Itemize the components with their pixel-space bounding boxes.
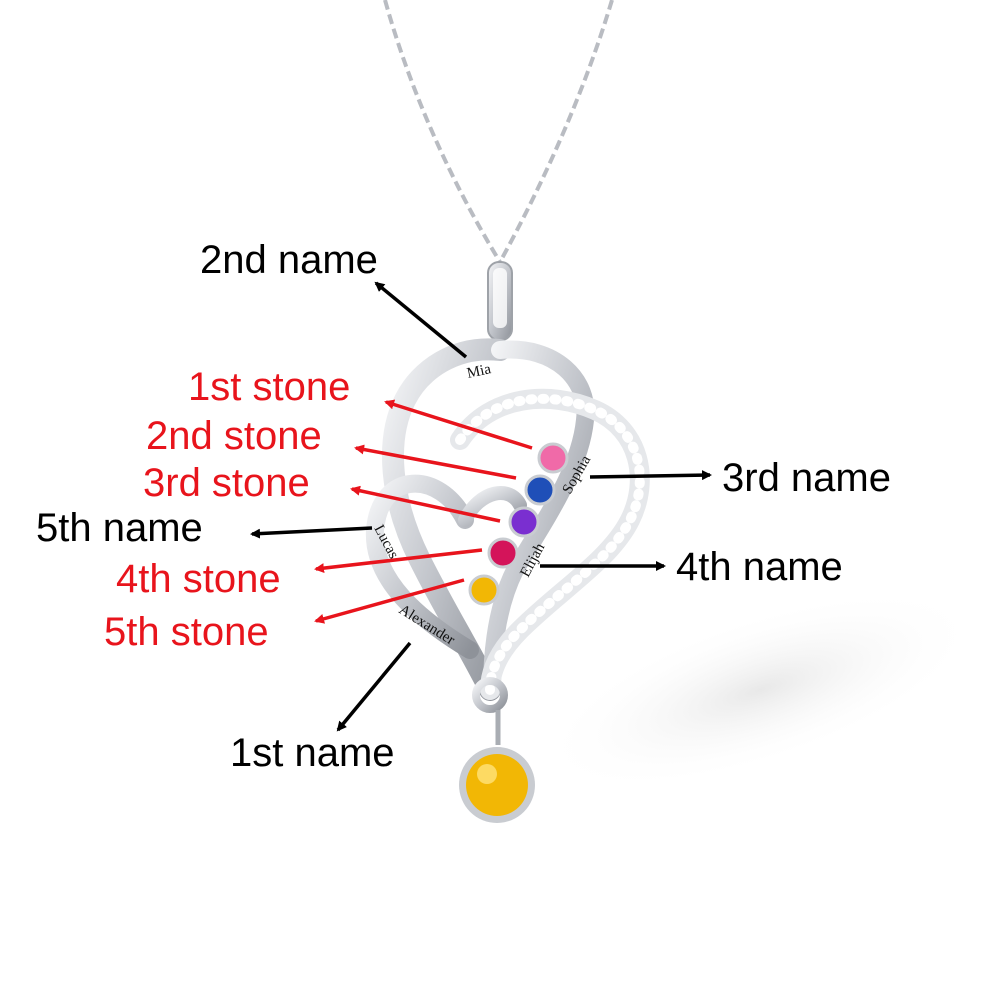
stone-5 [468, 574, 500, 606]
arrow-stone-3 [350, 485, 501, 523]
pointer-arrows [250, 281, 712, 732]
arrow-name-2 [374, 281, 468, 359]
birthstones [459, 442, 569, 823]
pendant-shadow [540, 589, 980, 791]
stone-4 [487, 537, 519, 569]
label-2nd-stone: 2nd stone [146, 414, 322, 458]
label-3rd-name: 3rd name [722, 456, 891, 500]
bottom-loop [472, 677, 508, 713]
chain [383, 0, 614, 264]
stone-1 [537, 442, 569, 474]
arrow-name-5 [250, 526, 373, 539]
label-1st-stone: 1st stone [188, 365, 351, 409]
arrow-stone-5 [314, 578, 465, 624]
label-4th-name: 4th name [676, 545, 843, 589]
outer-heart [382, 338, 511, 701]
arrow-name-1 [336, 641, 412, 732]
bail [487, 261, 513, 341]
arrow-stone-4 [314, 548, 483, 574]
arrow-name-3 [589, 470, 712, 481]
label-4th-stone: 4th stone [116, 557, 281, 601]
stone-3 [508, 506, 540, 538]
label-5th-name: 5th name [36, 506, 203, 550]
engraving-mia: Mia [466, 361, 493, 382]
label-1st-name: 1st name [230, 731, 395, 775]
arrow-stone-2 [354, 444, 517, 480]
arrow-stone-1 [384, 399, 533, 450]
inner-heart [365, 474, 479, 659]
label-3rd-stone: 3rd stone [143, 461, 310, 505]
stone-2 [524, 474, 556, 506]
label-2nd-name: 2nd name [200, 238, 378, 282]
label-5th-stone: 5th stone [104, 610, 269, 654]
